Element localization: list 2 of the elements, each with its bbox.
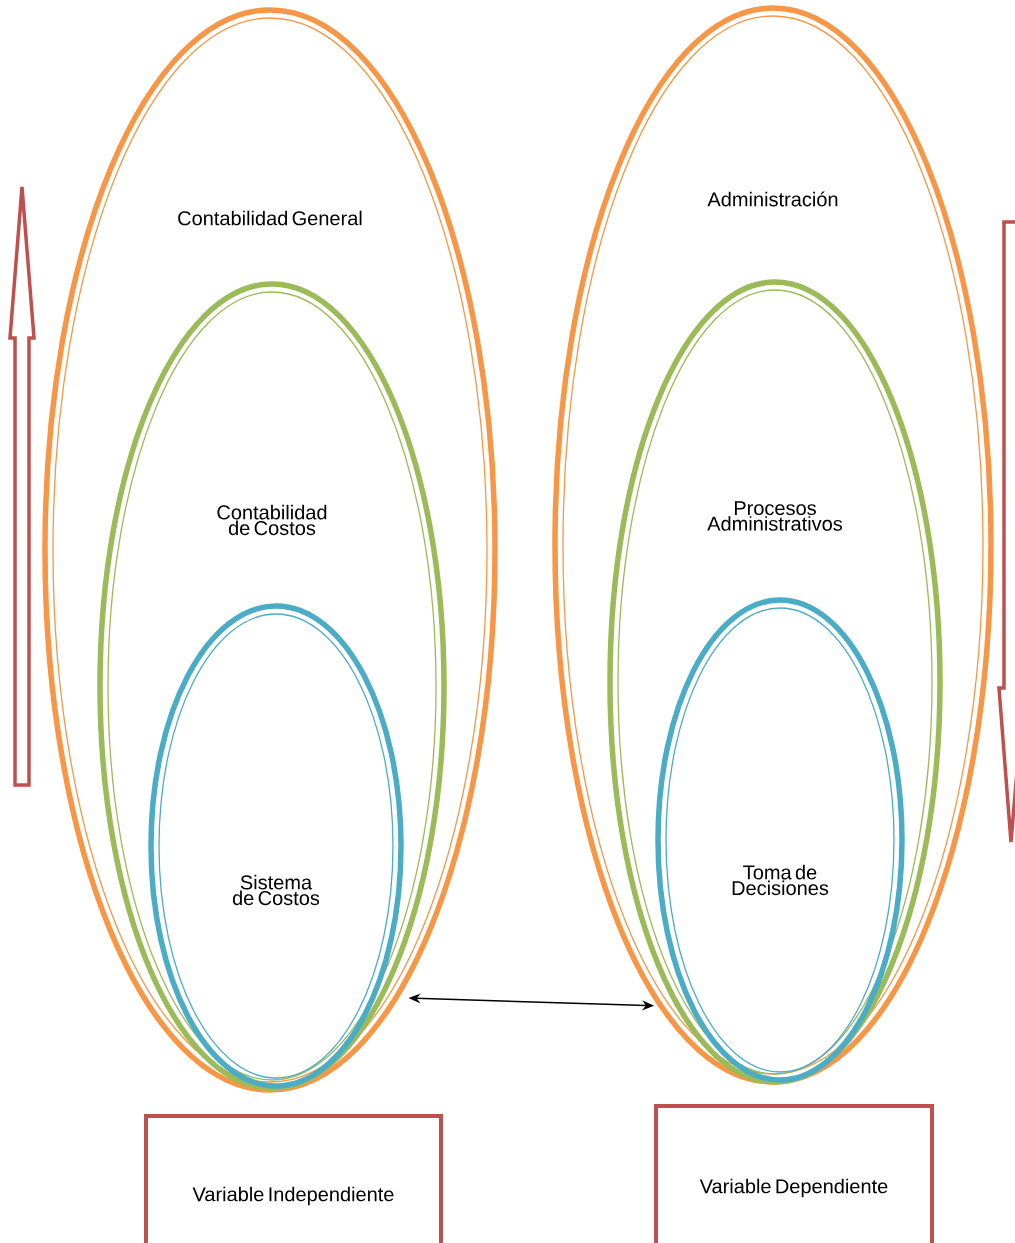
variable-box: Variable Dependiente [654, 1104, 934, 1243]
variable-box: Variable Independiente [144, 1114, 443, 1243]
